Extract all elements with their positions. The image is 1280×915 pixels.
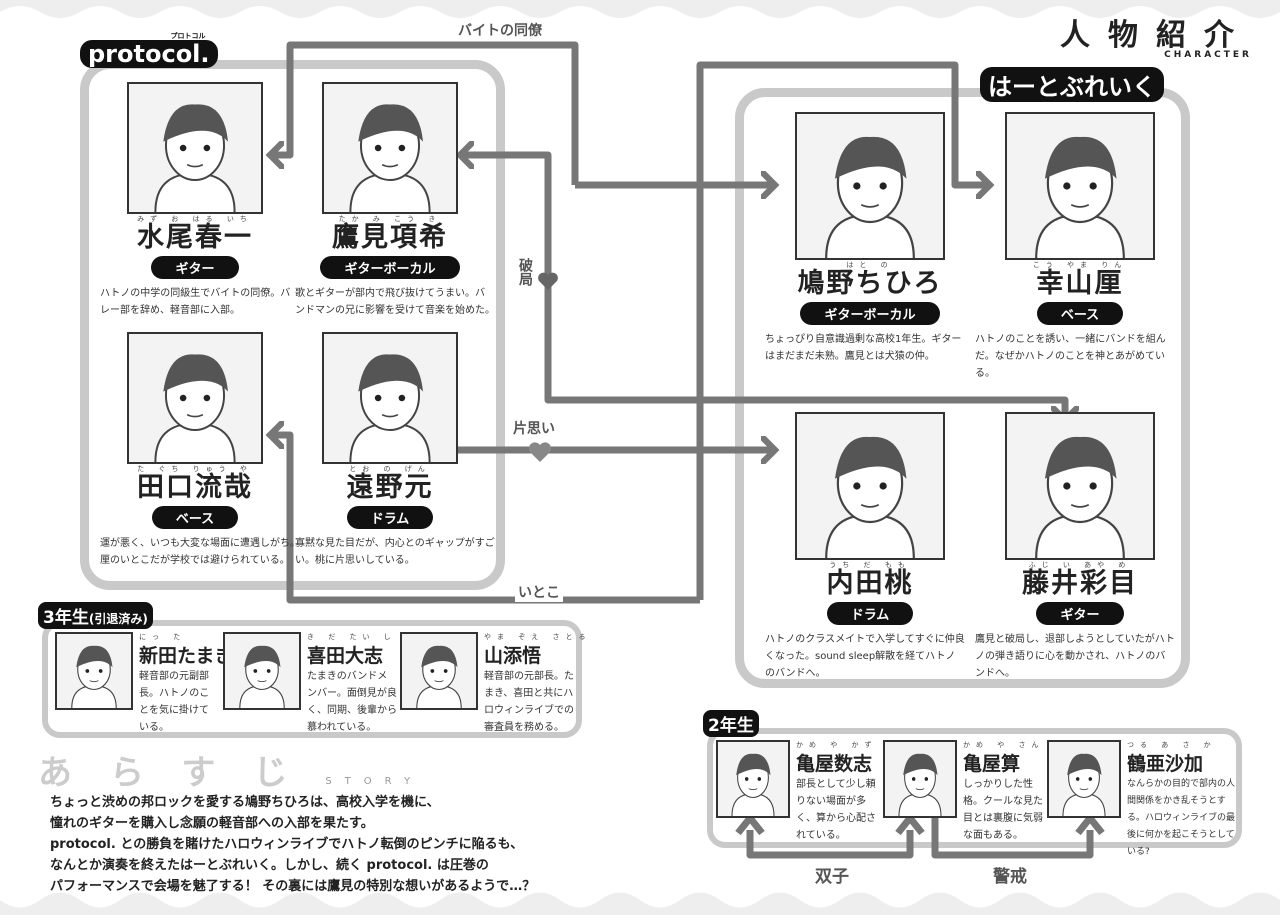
character-card-uchida[interactable]: うち だ もも 内田桃 ドラム ハトノのクラスメイトで入学してすぐに仲良くなった… <box>765 412 975 682</box>
portrait <box>322 332 458 464</box>
portrait <box>883 740 957 818</box>
character-card-tsurua[interactable]: つる あ さ か鶴亜沙加なんらかの目的で部内の人間関係をかき乱そうとする。ハロウ… <box>1047 740 1239 861</box>
portrait <box>795 112 945 260</box>
portrait <box>716 740 790 818</box>
portrait <box>1005 112 1155 260</box>
story-line: なんとか演奏を終えたはーとぶれいく。しかし、続く protocol. は圧巻の <box>50 858 489 873</box>
character-card-fujii[interactable]: ふじ い あや め 藤井彩目 ギター 鷹見と破局し、退部しようとしていたがハトノ… <box>975 412 1185 682</box>
relation-cousin: いとこ <box>515 582 563 602</box>
character-card-mizuo[interactable]: みず お はる いち 水尾春一 ギター ハトノの中学の同級生でバイトの同僚。バレ… <box>100 82 290 319</box>
story-subtitle: STORY <box>325 776 424 787</box>
heart-icon <box>528 442 552 462</box>
portrait <box>223 632 301 710</box>
page-title: 人物紹介 <box>1060 18 1252 53</box>
role-badge: ギター <box>151 256 239 279</box>
character-card-takami[interactable]: たか み こう き 鷹見項希 ギターボーカル 歌とギターが部内で飛び抜けてうまい… <box>295 82 495 319</box>
character-card-kameya-kazushi[interactable]: かめ や かず し亀屋数志部長として少し頼りない場面が多く、算から心配されている… <box>716 740 899 844</box>
third-years-label: 3年生(引退済み) <box>38 602 153 629</box>
cousin-arrow-bottom <box>270 435 700 604</box>
role-badge: ベース <box>1036 302 1124 325</box>
character-card-kouyama[interactable]: こう やま りん 幸山厘 ベース ハトノのことを誘い、一緒にバンドを組んだ。なぜ… <box>975 112 1185 382</box>
breakup-arrow-left <box>460 155 552 300</box>
relation-crush: 片思い <box>510 418 558 438</box>
broken-heart-icon <box>538 272 558 290</box>
cousin-arrow-top <box>696 61 990 600</box>
character-card-kida[interactable]: き だ たい し喜田大志たまきのバンドメンバー。面倒見が良く、同期、後輩から慕わ… <box>223 632 397 736</box>
role-badge: ギターボーカル <box>320 256 460 279</box>
relation-twins: 双子 <box>812 862 852 887</box>
portrait <box>1005 412 1155 560</box>
character-card-yamazoe[interactable]: やま ぞえ さとる山添悟軽音部の元部長。たまき、喜田と共にハロウィンライブでの審… <box>400 632 591 736</box>
character-card-taguchi[interactable]: た ぐち りゅう や 田口流哉 ベース 運が悪く、いつも大変な場面に遭遇しがち。… <box>100 332 300 569</box>
role-badge: ギター <box>1036 602 1124 625</box>
relation-coworker: バイトの同僚 <box>455 20 545 40</box>
portrait <box>127 332 263 464</box>
breakup-arrow-right <box>544 270 1065 420</box>
role-badge: ギターボーカル <box>800 302 940 325</box>
role-badge: ドラム <box>826 602 914 625</box>
story-line: ちょっと渋めの邦ロックを愛する鳩野ちひろは、高校入学を機に、 <box>50 795 440 810</box>
relation-breakup: 破局 <box>512 258 538 286</box>
protocol-band-label: プロトコル protocol. <box>80 32 218 68</box>
portrait <box>55 632 133 710</box>
character-card-tono[interactable]: とお の げん 遠野元 ドラム 寡黙な見た目だが、内心とのギャップがすごい。桃に… <box>295 332 495 569</box>
page-header: 人物紹介 CHARACTER <box>1060 10 1252 60</box>
page-subtitle: CHARACTER <box>1164 50 1252 60</box>
relation-wary: 警戒 <box>990 862 1030 887</box>
portrait <box>795 412 945 560</box>
character-card-kameya-san[interactable]: かめ や さん亀屋算しっかりした性格。クールな見た目とは裏腹に気弱な面もある。 <box>883 740 1045 844</box>
role-badge: ドラム <box>346 506 434 529</box>
story-section: あらすじSTORY ちょっと渋めの邦ロックを愛する鳩野ちひろは、高校入学を機に、… <box>38 745 535 897</box>
portrait <box>127 82 263 214</box>
story-title: あらすじ <box>38 753 326 793</box>
portrait <box>1047 740 1121 818</box>
second-years-group <box>707 728 1242 848</box>
role-badge: ベース <box>151 506 239 529</box>
portrait <box>400 632 478 710</box>
second-years-label: 2年生 <box>703 710 759 737</box>
story-line: 憧れのギターを購入し念願の軽音部への入部を果たす。 <box>50 816 374 831</box>
portrait <box>322 82 458 214</box>
twins-arrow <box>746 830 914 859</box>
character-card-hatono[interactable]: はと の 鳩野ちひろ ギターボーカル ちょっぴり自意識過剰な高校1年生。ギターは… <box>765 112 975 365</box>
story-line: パフォーマンスで会場を魅了する！ その裏には鷹見の特別な想いがあるようで…？ <box>50 879 536 894</box>
heartbreak-band-label: はーとぶれいく <box>980 67 1164 102</box>
coworker-arrow <box>270 41 579 185</box>
story-line: protocol. との勝負を賭けたハロウィンライブでハトノ転倒のピンチに陥るも… <box>50 837 524 852</box>
wary-arrow <box>931 810 1094 859</box>
character-card-nitta[interactable]: にっ た新田たまき軽音部の元副部長。ハトノのことを気に掛けている。 <box>55 632 233 736</box>
